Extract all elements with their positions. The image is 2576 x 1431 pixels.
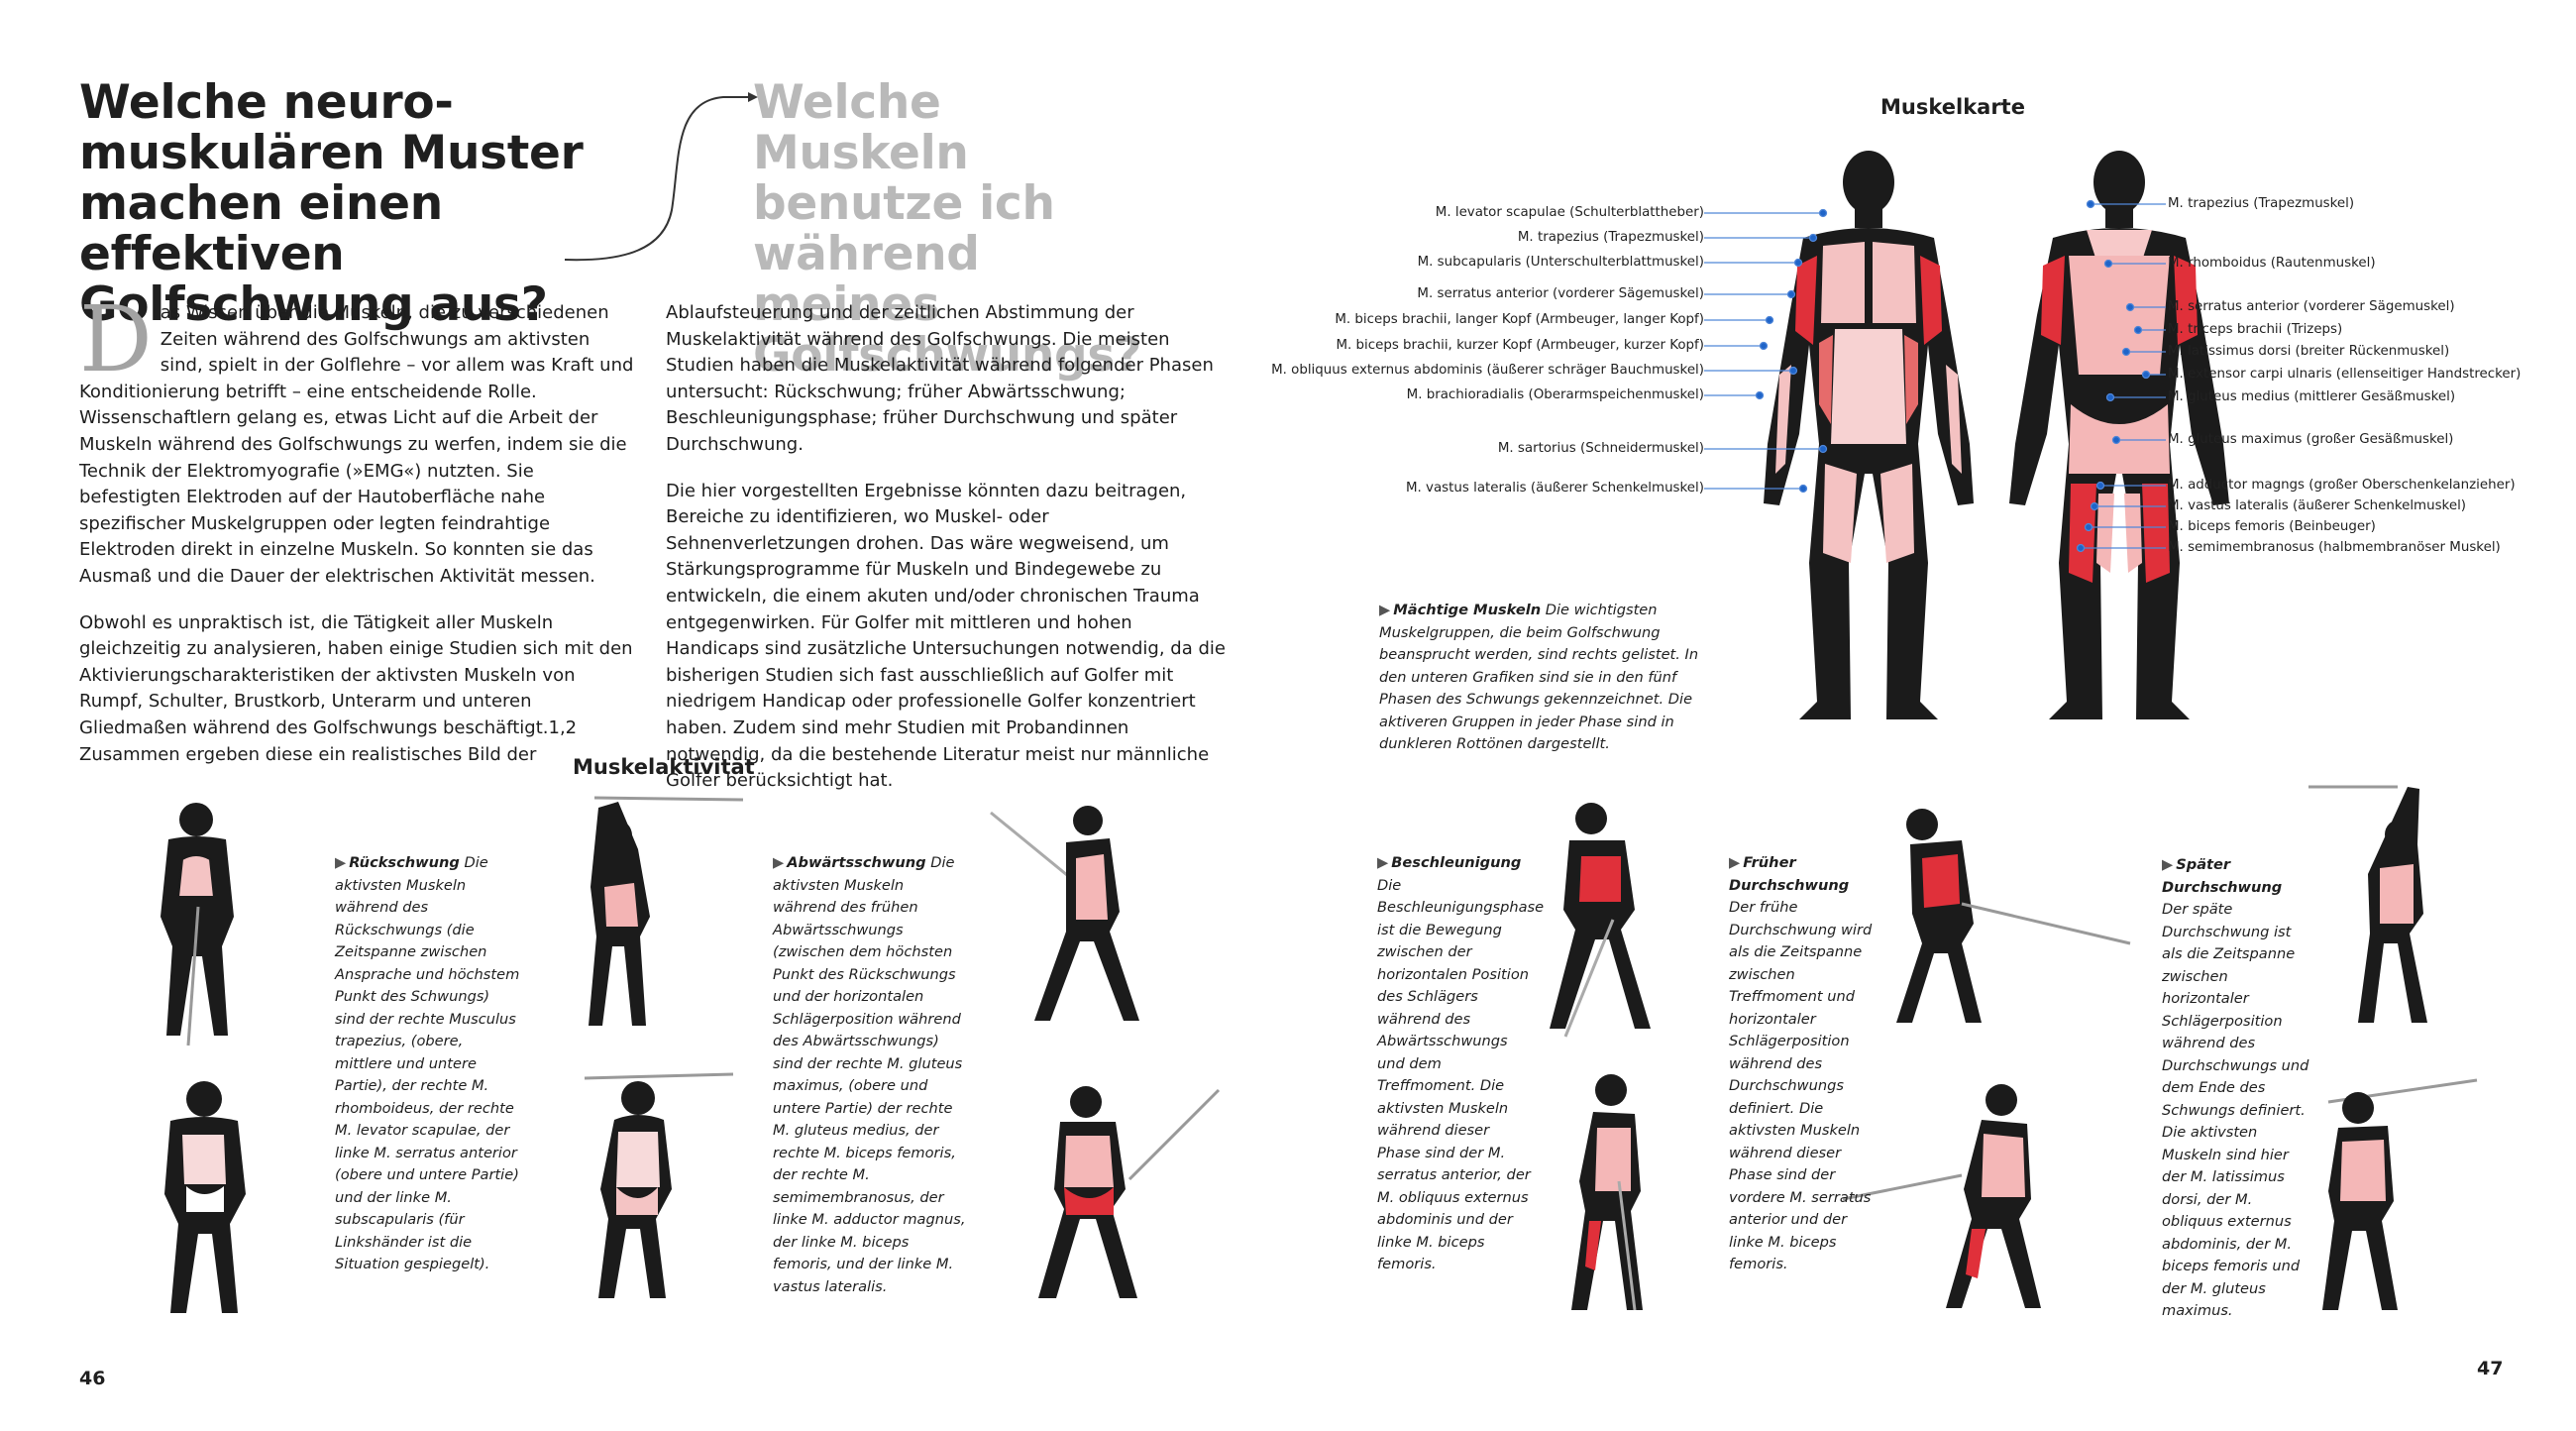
back-label: M. serratus anterior (vorderer Sägemuske… — [2168, 299, 2455, 314]
caption-text: Der späte Durchschwung ist als die Zeits… — [2162, 901, 2309, 1319]
back-label: M. vastus lateralis (äußerer Schenkelmus… — [2168, 498, 2467, 513]
subtitle-line: Welche Muskeln — [753, 75, 969, 180]
note-text: Die wichtigsten Muskelgruppen, die beim … — [1379, 602, 1699, 752]
front-label: M. subcapularis (Unterschulterblattmuske… — [1417, 255, 1704, 270]
subtitle-line: benutze ich — [753, 176, 1055, 231]
caption-title: Später Durchschwung — [2162, 856, 2283, 896]
front-label: M. brachioradialis (Oberarmspeichenmuske… — [1406, 387, 1704, 402]
page-title: Welche neuro- muskulären Muster machen e… — [79, 77, 634, 330]
curved-arrow-icon — [564, 92, 758, 262]
caption-text: Der frühe Durchschwung wird als die Zeit… — [1729, 899, 1873, 1272]
caption-late-follow-through: ▶Später Durchschwung Der späte Durchschw… — [2162, 856, 2309, 1319]
back-label: M. rhomboidus (Rautenmuskel) — [2168, 256, 2376, 271]
front-label: M. trapezius (Trapezmuskel) — [1517, 230, 1704, 245]
caption-text: Die aktivsten Muskeln während des frühen… — [773, 854, 966, 1295]
golfer-backswing-front — [161, 803, 234, 1046]
paragraph: Obwohl es unpraktisch ist, die Tätigkeit… — [79, 611, 633, 765]
page-number-right: 47 — [2477, 1358, 2504, 1379]
subtitle-line: Golfschwungs? — [753, 328, 1142, 383]
front-label: M. obliquus externus abdominis (äußerer … — [1271, 363, 1704, 378]
title-line: muskulären Muster — [79, 126, 584, 180]
golfer-downswing-back — [1038, 1086, 1221, 1298]
back-label: M. triceps brachii (Trizeps) — [2168, 322, 2343, 337]
golfer-acceleration-side — [1571, 1074, 1643, 1311]
back-label: M. gluteus medius (mittlerer Gesäßmuskel… — [2168, 389, 2456, 404]
front-leader-lines — [1704, 208, 1828, 494]
back-label: M. biceps femoris (Beinbeuger) — [2168, 519, 2376, 534]
note-muscles: ▶Mächtige Muskeln Die wichtigsten Muskel… — [1379, 602, 1699, 752]
title-line: machen einen effektiven — [79, 176, 443, 281]
page-subtitle: Welche Muskeln benutze ich während meine… — [753, 77, 1169, 381]
section-title: Muskelaktivität — [573, 755, 755, 779]
back-label: M. trapezius (Trapezmuskel) — [2168, 196, 2355, 211]
front-label: M. levator scapulae (Schulterblattheber) — [1435, 205, 1704, 220]
golfer-top-of-backswing-front — [589, 796, 744, 1026]
caption-text: Die aktivsten Muskeln während des Rücksc… — [335, 854, 520, 1272]
back-leader-lines — [2076, 199, 2166, 553]
caption-downswing: ▶Abwärtsschwung Die aktivsten Muskeln wä… — [773, 854, 966, 1295]
caption-backswing: ▶Rückschwung Die aktivsten Muskeln währe… — [335, 854, 520, 1272]
back-label: M. adductor magngs (großer Oberschenkela… — [2168, 478, 2516, 493]
back-label: M. gluteus maximus (großer Gesäßmuskel) — [2168, 432, 2454, 447]
golfer-late-follow-through-front — [2308, 785, 2427, 1023]
back-label: M. extensor carpi ulnaris (ellenseitiger… — [2168, 367, 2522, 382]
front-label: M. vastus lateralis (äußerer Schenkelmus… — [1405, 481, 1704, 495]
back-label: M. latissimus dorsi (breiter Rückenmuske… — [2168, 344, 2450, 359]
page-number-left: 46 — [79, 1368, 106, 1389]
title-line: Welche neuro- — [79, 75, 454, 130]
caption-title: Beschleunigung — [1391, 854, 1522, 871]
golfer-early-follow-through-front — [1896, 809, 2131, 1023]
golfer-late-follow-through-back — [2322, 1078, 2478, 1310]
golfer-top-of-backswing-back — [584, 1072, 734, 1298]
drop-cap: D — [79, 286, 153, 392]
front-label: M. biceps brachii, langer Kopf (Armbeuge… — [1335, 312, 1704, 327]
caption-title: Früher Durchschwung — [1729, 854, 1850, 894]
paragraph: as Wissen über die Muskeln, die zu versc… — [79, 302, 634, 587]
paragraph: Ablaufsteuerung und der zeitlichen Absti… — [666, 302, 1214, 455]
caption-title: Rückschwung — [349, 854, 460, 871]
golfer-downswing-front — [990, 806, 1139, 1021]
anatomy-front-figure — [1764, 151, 1974, 719]
caption-text: Die Beschleunigungsphase ist die Bewegun… — [1377, 876, 1545, 1273]
body-column-2: Ablaufsteuerung und der zeitlichen Absti… — [666, 300, 1229, 815]
golfer-backswing-back — [164, 1081, 246, 1313]
muscle-map-title: Muskelkarte — [1880, 95, 2025, 119]
paragraph: Die hier vorgestellten Ergebnisse könnte… — [666, 480, 1226, 792]
caption-early-follow-through: ▶Früher Durchschwung Der frühe Durchschw… — [1729, 854, 1873, 1272]
subtitle-line: während meines — [753, 227, 980, 332]
front-label: M. sartorius (Schneidermuskel) — [1497, 441, 1704, 456]
golfer-early-follow-through-back — [1842, 1084, 2041, 1308]
note-title: Mächtige Muskeln — [1393, 602, 1542, 618]
back-label: M. semimembranosus (halbmembranöser Musk… — [2168, 540, 2501, 555]
front-label: M. serratus anterior (vorderer Sägemuske… — [1417, 286, 1704, 301]
caption-title: Abwärtsschwung — [787, 854, 926, 871]
front-label: M. biceps brachii, kurzer Kopf (Armbeuge… — [1336, 338, 1704, 353]
title-line: Golfschwung aus? — [79, 277, 548, 332]
golfer-acceleration-front — [1550, 803, 1651, 1038]
caption-acceleration: ▶Beschleunigung Die Beschleunigungsphase… — [1377, 854, 1545, 1272]
